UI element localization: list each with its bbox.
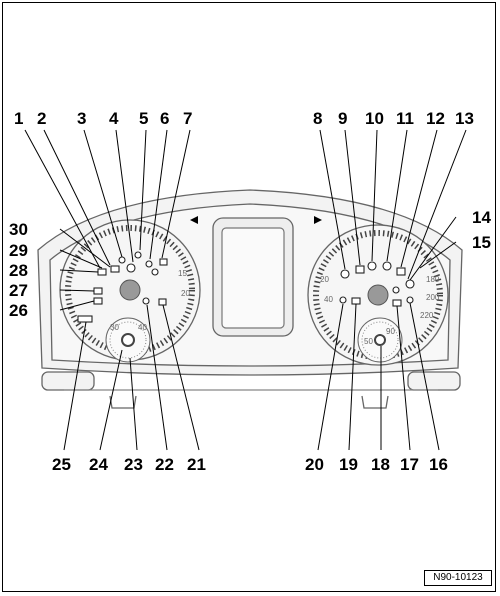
small-gauge-tick: 50 bbox=[364, 337, 373, 346]
callout-29: 29 bbox=[9, 241, 28, 260]
small-gauge-tick: 90 bbox=[386, 327, 395, 336]
warning-lamp-icon bbox=[97, 268, 107, 276]
callout-7: 7 bbox=[183, 109, 192, 128]
warning-lamp-icon bbox=[392, 299, 402, 307]
callout-3: 3 bbox=[77, 109, 86, 128]
callout-25: 25 bbox=[52, 455, 71, 474]
warning-lamps bbox=[77, 251, 415, 323]
warning-lamp-icon bbox=[151, 268, 159, 276]
left-gauge-tick: 40 bbox=[138, 323, 147, 332]
callout-23: 23 bbox=[124, 455, 143, 474]
right-gauge-tick: 180 bbox=[426, 275, 440, 284]
warning-lamp-icon bbox=[126, 263, 136, 273]
warning-lamp-icon bbox=[93, 297, 103, 305]
warning-lamp-icon bbox=[367, 261, 377, 271]
warning-lamp-icon bbox=[392, 286, 400, 294]
warning-lamp-icon bbox=[142, 297, 150, 305]
right-turn-arrow-icon bbox=[314, 216, 322, 224]
warning-lamp-icon bbox=[118, 256, 126, 264]
right-gauge-tick: 220 bbox=[420, 311, 434, 320]
callout-27: 27 bbox=[9, 281, 28, 300]
figure-reference-label: N90-10123 bbox=[424, 570, 492, 586]
callout-2: 2 bbox=[37, 109, 46, 128]
warning-lamp-icon bbox=[382, 261, 392, 271]
warning-lamp-icon bbox=[405, 279, 415, 289]
warning-lamp-icon bbox=[355, 265, 365, 274]
warning-lamp-icon bbox=[110, 265, 120, 273]
center-display bbox=[190, 216, 322, 337]
warning-lamp-icon bbox=[396, 267, 406, 276]
right-gauge-tick: 20 bbox=[320, 275, 329, 284]
callout-1: 1 bbox=[14, 109, 23, 128]
warning-lamp-icon bbox=[134, 251, 142, 259]
warning-lamp-icon bbox=[145, 260, 153, 268]
callout-18: 18 bbox=[371, 455, 390, 474]
left-gauge-tick: 20 bbox=[181, 289, 190, 298]
callout-11: 11 bbox=[396, 109, 414, 128]
callout-13: 13 bbox=[455, 109, 474, 128]
callout-5: 5 bbox=[139, 109, 148, 128]
callout-20: 20 bbox=[305, 455, 324, 474]
callout-21: 21 bbox=[187, 455, 206, 474]
right-gauge-tick: 40 bbox=[324, 295, 333, 304]
callout-numbers: 1 2 3 4 5 6 7 8 9 10 11 12 13 14 15 16 1… bbox=[9, 109, 491, 474]
left-gauge-tick: 30 bbox=[110, 323, 119, 332]
callout-24: 24 bbox=[89, 455, 108, 474]
callout-6: 6 bbox=[160, 109, 169, 128]
warning-lamp-icon bbox=[340, 269, 350, 279]
callout-16: 16 bbox=[429, 455, 448, 474]
callout-8: 8 bbox=[313, 109, 322, 128]
warning-lamp-icon bbox=[158, 298, 167, 306]
callout-17: 17 bbox=[400, 455, 419, 474]
left-gauge-tick: 15 bbox=[178, 269, 187, 278]
callout-15: 15 bbox=[472, 233, 491, 252]
callout-12: 12 bbox=[426, 109, 445, 128]
warning-lamp-icon bbox=[339, 296, 347, 304]
callout-14: 14 bbox=[472, 208, 491, 227]
left-turn-arrow-icon bbox=[190, 216, 198, 224]
callout-30: 30 bbox=[9, 220, 28, 239]
warning-lamp-icon bbox=[406, 296, 414, 304]
callout-19: 19 bbox=[339, 455, 358, 474]
right-gauge-tick: 200 bbox=[426, 293, 440, 302]
callout-28: 28 bbox=[9, 261, 28, 280]
leader-lines bbox=[24, 129, 467, 451]
warning-lamp-icon bbox=[159, 258, 168, 266]
callout-4: 4 bbox=[109, 109, 119, 128]
warning-lamp-icon bbox=[93, 287, 103, 295]
warning-lamp-icon bbox=[77, 315, 93, 323]
callout-9: 9 bbox=[338, 109, 347, 128]
callout-22: 22 bbox=[155, 455, 174, 474]
callout-10: 10 bbox=[365, 109, 384, 128]
warning-lamp-icon bbox=[351, 297, 361, 305]
callout-26: 26 bbox=[9, 301, 28, 320]
